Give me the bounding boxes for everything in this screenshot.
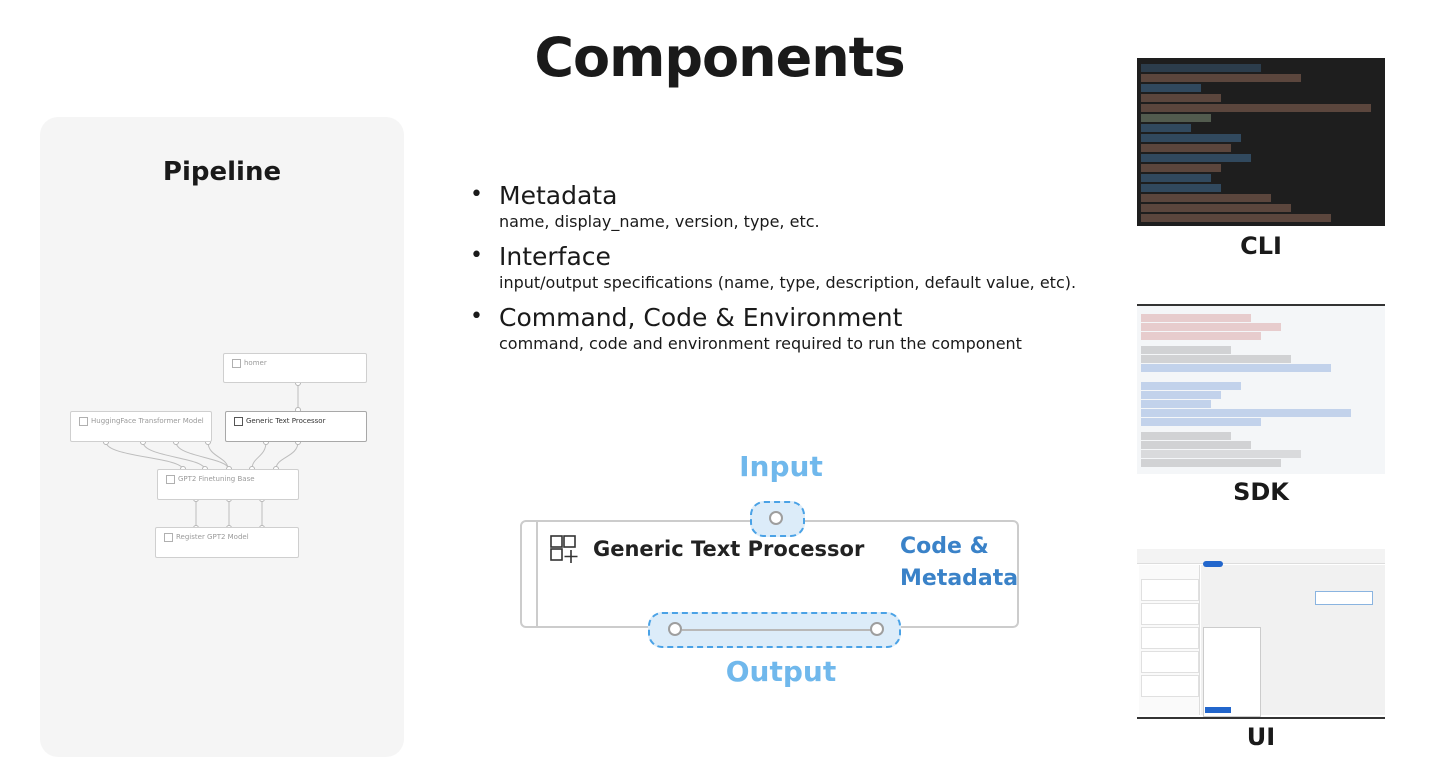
page-title: Components	[534, 26, 905, 89]
sdk-label: SDK	[1233, 478, 1289, 506]
output-label: Output	[725, 655, 837, 688]
pipeline-node-homer[interactable]: homer	[223, 353, 367, 383]
component-aspects-list: • Metadata name, display_name, version, …	[470, 180, 1076, 363]
input-label: Input	[739, 450, 823, 483]
bullet-interface: • Interface input/output specifications …	[470, 242, 1077, 292]
module-icon	[234, 417, 243, 426]
module-icon	[550, 535, 578, 563]
module-icon	[164, 533, 173, 542]
sdk-python-screenshot	[1137, 304, 1385, 474]
module-icon	[166, 475, 175, 484]
input-port[interactable]	[769, 511, 783, 525]
output-port-right[interactable]	[870, 622, 884, 636]
output-port-line	[682, 629, 871, 631]
ui-label: UI	[1246, 723, 1276, 751]
code-metadata-label: Code & Metadata	[900, 534, 1019, 591]
pipeline-node-generic-text-processor[interactable]: Generic Text Processor	[225, 411, 367, 442]
cli-label: CLI	[1240, 232, 1282, 260]
module-icon	[79, 417, 88, 426]
dataset-icon	[232, 359, 241, 368]
bullet-metadata: • Metadata name, display_name, version, …	[470, 181, 820, 231]
pipeline-node-register-gpt2[interactable]: Register GPT2 Model	[155, 527, 299, 558]
component-name: Generic Text Processor	[593, 537, 865, 561]
component-left-bar	[522, 522, 538, 626]
output-port-left[interactable]	[668, 622, 682, 636]
pipeline-node-hf-model[interactable]: HuggingFace Transformer Model	[70, 411, 212, 442]
cli-yaml-screenshot	[1137, 58, 1385, 226]
pipeline-title: Pipeline	[162, 157, 282, 187]
pipeline-node-gpt2-finetuning[interactable]: GPT2 Finetuning Base	[157, 469, 299, 500]
bullet-command-code-environment: • Command, Code & Environment command, c…	[470, 303, 1022, 353]
ui-studio-screenshot	[1137, 549, 1385, 719]
